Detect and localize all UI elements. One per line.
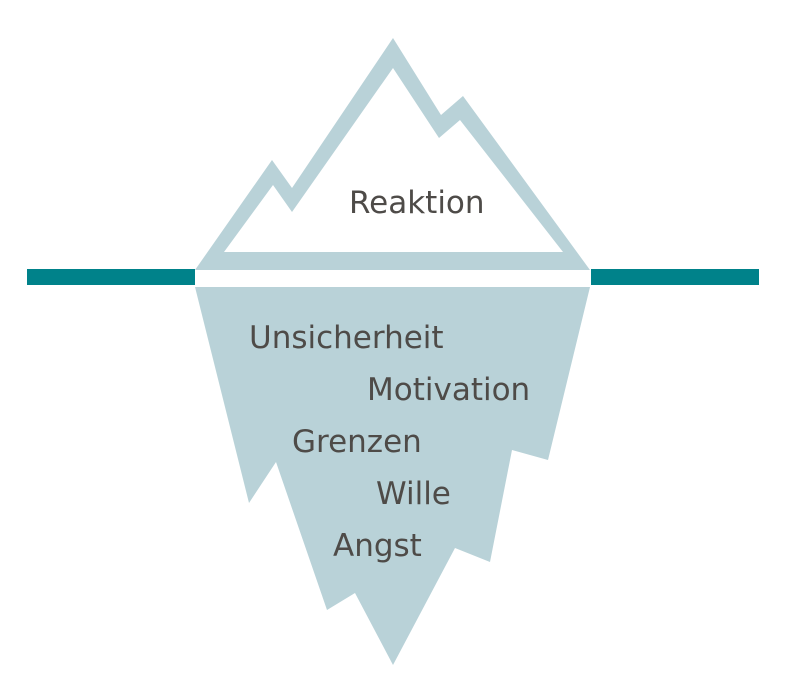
iceberg-tip-inner [224, 68, 563, 252]
iceberg-body [195, 287, 590, 665]
motivation-label: Motivation [367, 372, 530, 408]
unsicherheit-label: Unsicherheit [249, 320, 444, 356]
reaktion-label: Reaktion [349, 185, 485, 221]
angst-label: Angst [333, 528, 422, 564]
water-line-right [591, 269, 759, 285]
wille-label: Wille [376, 476, 451, 512]
grenzen-label: Grenzen [292, 424, 422, 460]
water-line-left [27, 269, 195, 285]
